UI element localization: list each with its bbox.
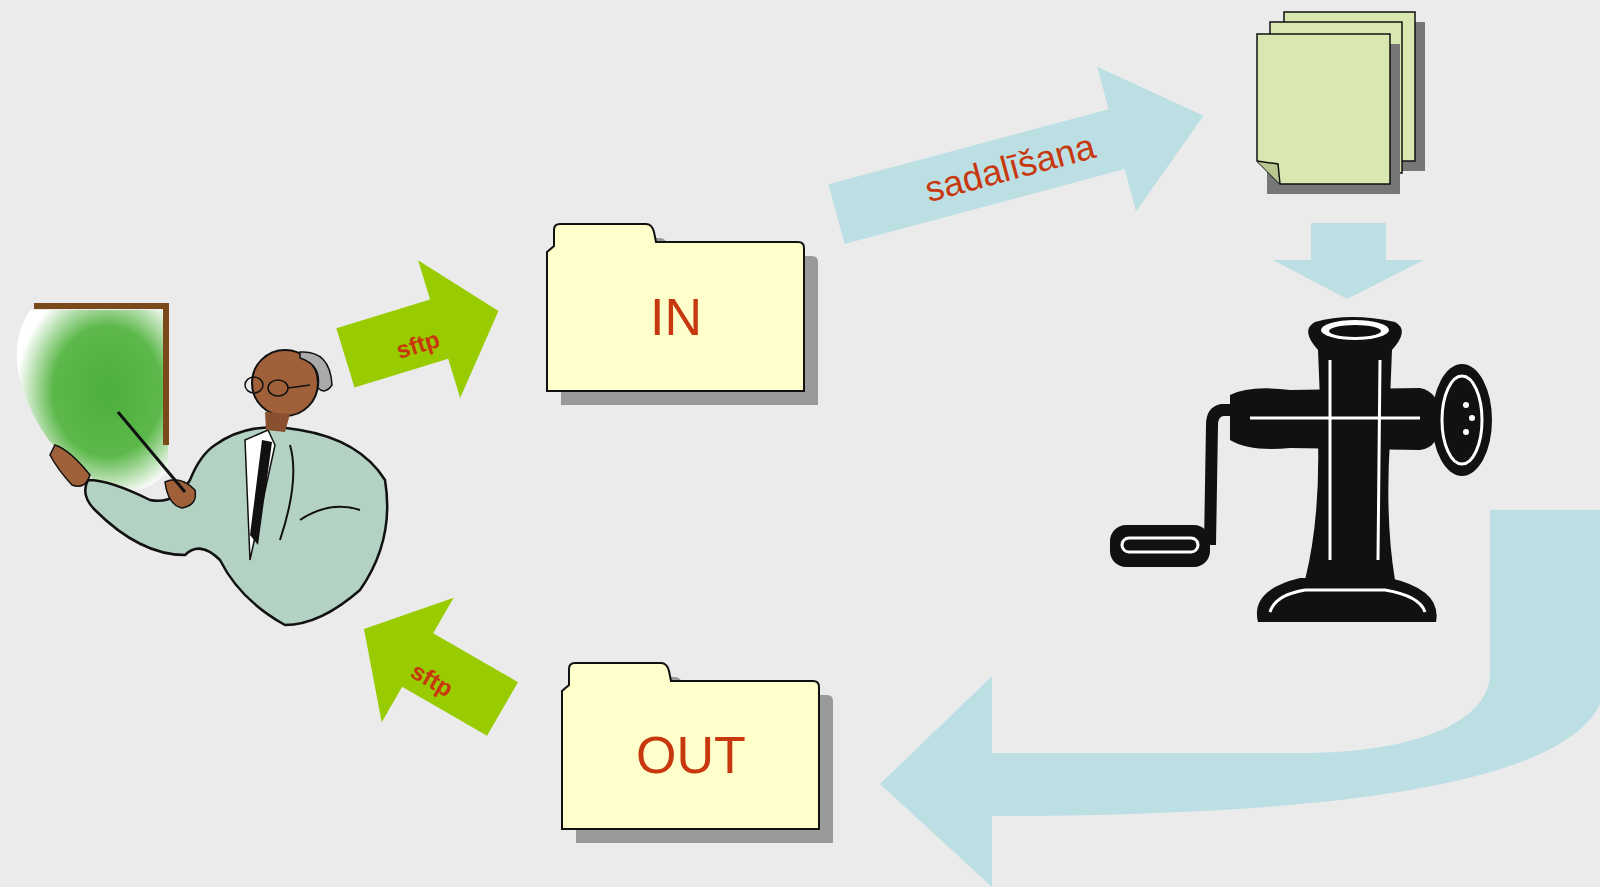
presenter-shirt <box>245 430 275 560</box>
return-arrow <box>880 510 1600 887</box>
down-arrow <box>1273 223 1424 299</box>
presenter-suit <box>85 427 387 625</box>
pages-stack <box>1257 12 1425 194</box>
folder-text-holder: IN <box>546 242 806 391</box>
sftp-arrow <box>328 567 539 772</box>
presenter-neck <box>265 412 290 432</box>
folder-label: IN <box>650 287 702 347</box>
board-frame <box>34 306 166 445</box>
folder-outline <box>547 224 804 391</box>
folder-label: OUT <box>636 725 746 785</box>
meat-grinder <box>1110 317 1492 622</box>
folder-outline <box>562 663 819 829</box>
presenter-tie <box>250 440 272 545</box>
split-arrow <box>817 43 1223 286</box>
pointer-stick <box>118 412 185 492</box>
board <box>17 310 168 490</box>
folder-text-holder: OUT <box>561 681 821 829</box>
folder-node: OUT <box>561 661 821 829</box>
presenter-lapel <box>280 445 360 540</box>
sftp-arrow <box>324 242 519 426</box>
presenter-glasses <box>245 377 310 396</box>
folder-node: IN <box>546 222 806 391</box>
